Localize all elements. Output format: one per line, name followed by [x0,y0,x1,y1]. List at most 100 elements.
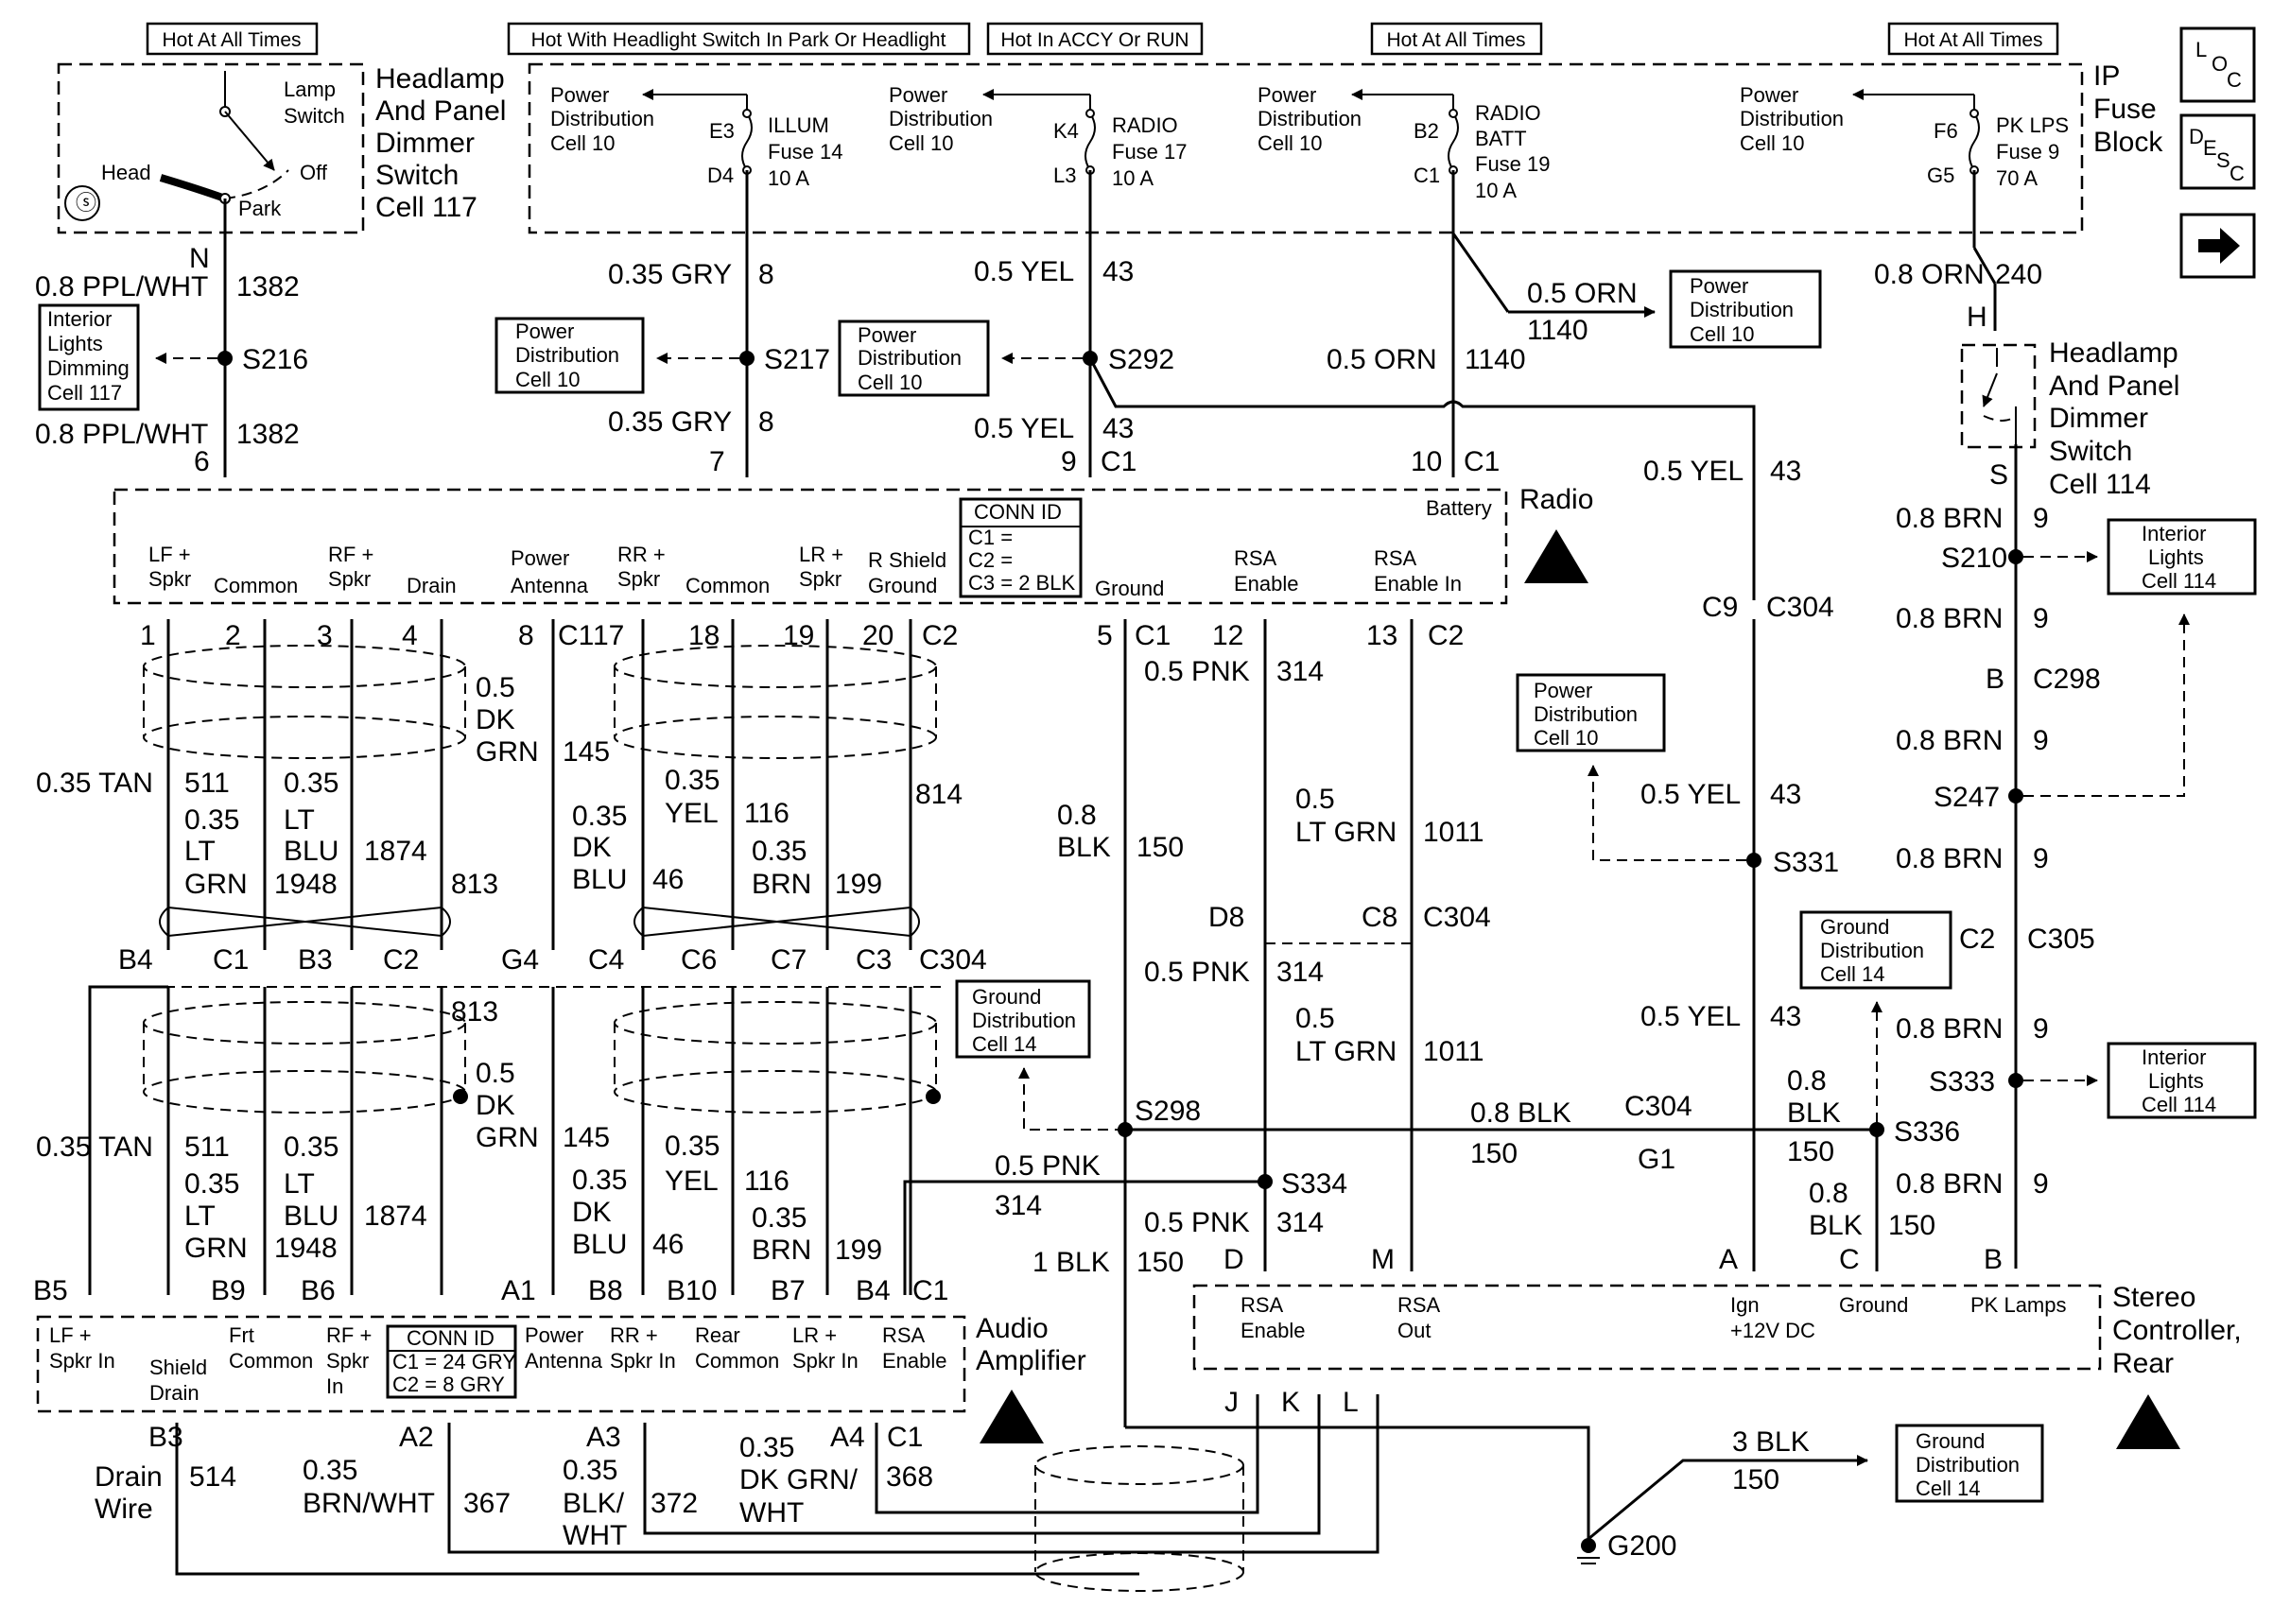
svg-text:B4: B4 [118,944,153,976]
svg-text:Cell 117: Cell 117 [47,381,122,405]
loc-icon[interactable]: L O C [2179,26,2256,103]
svg-text:0.35: 0.35 [184,1168,239,1200]
wire-9-brn[interactable]: 0.8 BRN 9 S210 Interior Lights Cell 114 … [1896,468,2257,1275]
svg-text:Cell 114: Cell 114 [2142,569,2216,593]
svg-text:GRN: GRN [184,1233,248,1264]
svg-text:314: 314 [995,1190,1042,1221]
svg-text:LR +: LR + [792,1323,837,1347]
svg-text:Headlamp: Headlamp [375,63,505,95]
svg-text:A3: A3 [586,1422,621,1453]
svg-text:Interior: Interior [2142,1045,2206,1069]
svg-text:LT: LT [184,836,216,867]
svg-text:RADIO: RADIO [1112,113,1178,137]
svg-text:RF +: RF + [326,1323,372,1347]
svg-text:Power: Power [1534,679,1592,702]
svg-text:0.8 BRN: 0.8 BRN [1896,1013,2003,1045]
svg-text:Spkr In: Spkr In [792,1349,859,1373]
svg-text:0.8 ORN: 0.8 ORN [1874,259,1985,290]
stereo-controller: Stereo Controller, Rear RSA Enable RSA O… [1192,1282,2242,1449]
svg-text:BLU: BLU [572,864,627,895]
speaker-wire-labels-upper: 0.5 DK GRN 145 0.35 TAN 511 0.35 0.35 LT… [36,672,963,900]
svg-text:LF +: LF + [148,543,191,566]
svg-text:Dimmer: Dimmer [2049,403,2148,434]
svg-text:BLU: BLU [284,836,338,867]
svg-text:C: C [2227,68,2242,92]
svg-text:E3: E3 [709,119,735,143]
wire-1011-ltgrn[interactable]: 0.5 LT GRN 1011 C8 C304 0.5 LT GRN 1011 … [1265,619,1491,1275]
wire-150-s336[interactable]: S336 Ground Distribution Cell 14 0.8 BLK… [1749,910,1960,1275]
svg-text:Head: Head [101,161,151,184]
svg-text:150: 150 [1136,1247,1184,1278]
wire-8-gry[interactable]: 0.35 GRY 8 S217 0.35 GRY 8 7 Power Distr… [495,170,830,477]
svg-text:BLK: BLK [1787,1097,1841,1129]
svg-text:0.5: 0.5 [1295,784,1335,815]
radio-component: Radio Battery CONN ID C1 = C2 = C3 = 2 B… [113,484,1593,605]
svg-text:In: In [326,1374,343,1398]
speaker-wires-lower[interactable] [88,985,941,1295]
svg-text:D: D [1223,1244,1244,1275]
next-arrow-icon[interactable] [2179,213,2256,279]
svg-text:C8: C8 [1362,902,1397,933]
svg-text:RSA: RSA [1234,546,1277,570]
svg-text:0.5 YEL: 0.5 YEL [974,256,1074,287]
wire-43-yel[interactable]: 0.5 YEL 43 S292 0.5 YEL 43 9 C1 Power Di… [838,170,1801,600]
desc-icon[interactable]: D E S C [2179,113,2256,190]
dimmer-switch-114: Headlamp And Panel Dimmer Switch Cell 11… [1960,337,2179,500]
svg-text:8: 8 [758,259,774,290]
wire-240-orn[interactable]: 0.8 ORN 240 H [1874,170,2042,333]
header-hot-at-all-times-3: Hot At All Times [1903,29,2042,51]
wire-150-blk[interactable]: 0.8 BLK 150 S298 0.8 BLK 150 C304 G1 1 B… [1032,619,2044,1564]
svg-text:S334: S334 [1281,1168,1347,1200]
wire-314-pnk[interactable]: 0.5 PNK 314 D8 0.5 PNK 314 S334 0.5 PNK … [903,619,1347,1295]
svg-text:150: 150 [1888,1210,1935,1241]
amp-top-pins: B5 B9 B6 A1 B8 B10 B7 B4 C1 [33,1275,948,1306]
svg-text:199: 199 [835,869,882,900]
svg-text:BLK/: BLK/ [563,1488,625,1519]
svg-text:0.5 PNK: 0.5 PNK [1144,1207,1250,1238]
svg-text:Spkr: Spkr [326,1349,369,1373]
svg-text:J: J [1224,1387,1239,1418]
svg-text:Distribution: Distribution [972,1009,1076,1032]
svg-text:20: 20 [862,620,894,651]
svg-text:0.35: 0.35 [284,768,338,799]
svg-text:9: 9 [2033,1168,2049,1200]
svg-text:A2: A2 [399,1422,434,1453]
svg-text:0.5 YEL: 0.5 YEL [974,413,1074,444]
wire-43-stereo[interactable]: C9 C304 0.5 YEL 43 S331 Power Distributi… [1516,592,1839,1275]
svg-text:GRN: GRN [476,1122,539,1153]
svg-text:6: 6 [194,446,210,477]
wire-1140-orn[interactable]: 0.5 ORN 1140 Power Distribution Cell 10 … [1327,170,1822,477]
svg-text:Fuse: Fuse [2093,94,2157,125]
svg-text:D4: D4 [707,164,734,187]
svg-text:S292: S292 [1108,344,1174,375]
svg-text:DK: DK [476,704,515,735]
svg-text:S331: S331 [1773,847,1839,878]
svg-text:368: 368 [886,1461,933,1493]
ground-dist-s298: Ground Distribution Cell 14 [955,979,1125,1131]
svg-text:RR +: RR + [617,543,666,566]
svg-text:Wire: Wire [95,1494,153,1525]
wire-1382[interactable]: 0.8 PPL/WHT 1382 S216 0.8 PPL/WHT 1382 6… [35,255,308,477]
svg-text:Block: Block [2093,127,2163,158]
svg-text:9: 9 [1061,446,1077,477]
svg-text:116: 116 [744,798,789,829]
svg-text:43: 43 [1770,456,1801,487]
svg-text:Ground: Ground [1839,1293,1908,1317]
svg-text:Shield: Shield [149,1356,207,1379]
speaker-wires-upper[interactable] [143,619,937,950]
svg-text:199: 199 [835,1235,882,1266]
svg-text:Enable: Enable [882,1349,947,1373]
svg-text:RSA: RSA [882,1323,926,1347]
header-labels: Hot At All Times Hot With Headlight Swit… [146,22,2059,56]
svg-text:Antenna: Antenna [511,574,589,597]
svg-text:9: 9 [2033,725,2049,756]
svg-text:Cell 10: Cell 10 [1740,131,1804,155]
svg-text:Enable In: Enable In [1374,572,1462,596]
svg-text:0.35: 0.35 [184,804,239,836]
svg-text:Ground: Ground [1095,577,1164,600]
svg-text:1: 1 [140,620,156,651]
svg-text:Ground: Ground [1820,915,1889,939]
amp-bottom-wires[interactable] [175,1394,1379,1592]
svg-text:814: 814 [915,779,963,810]
svg-text:Ground: Ground [1916,1429,1985,1453]
